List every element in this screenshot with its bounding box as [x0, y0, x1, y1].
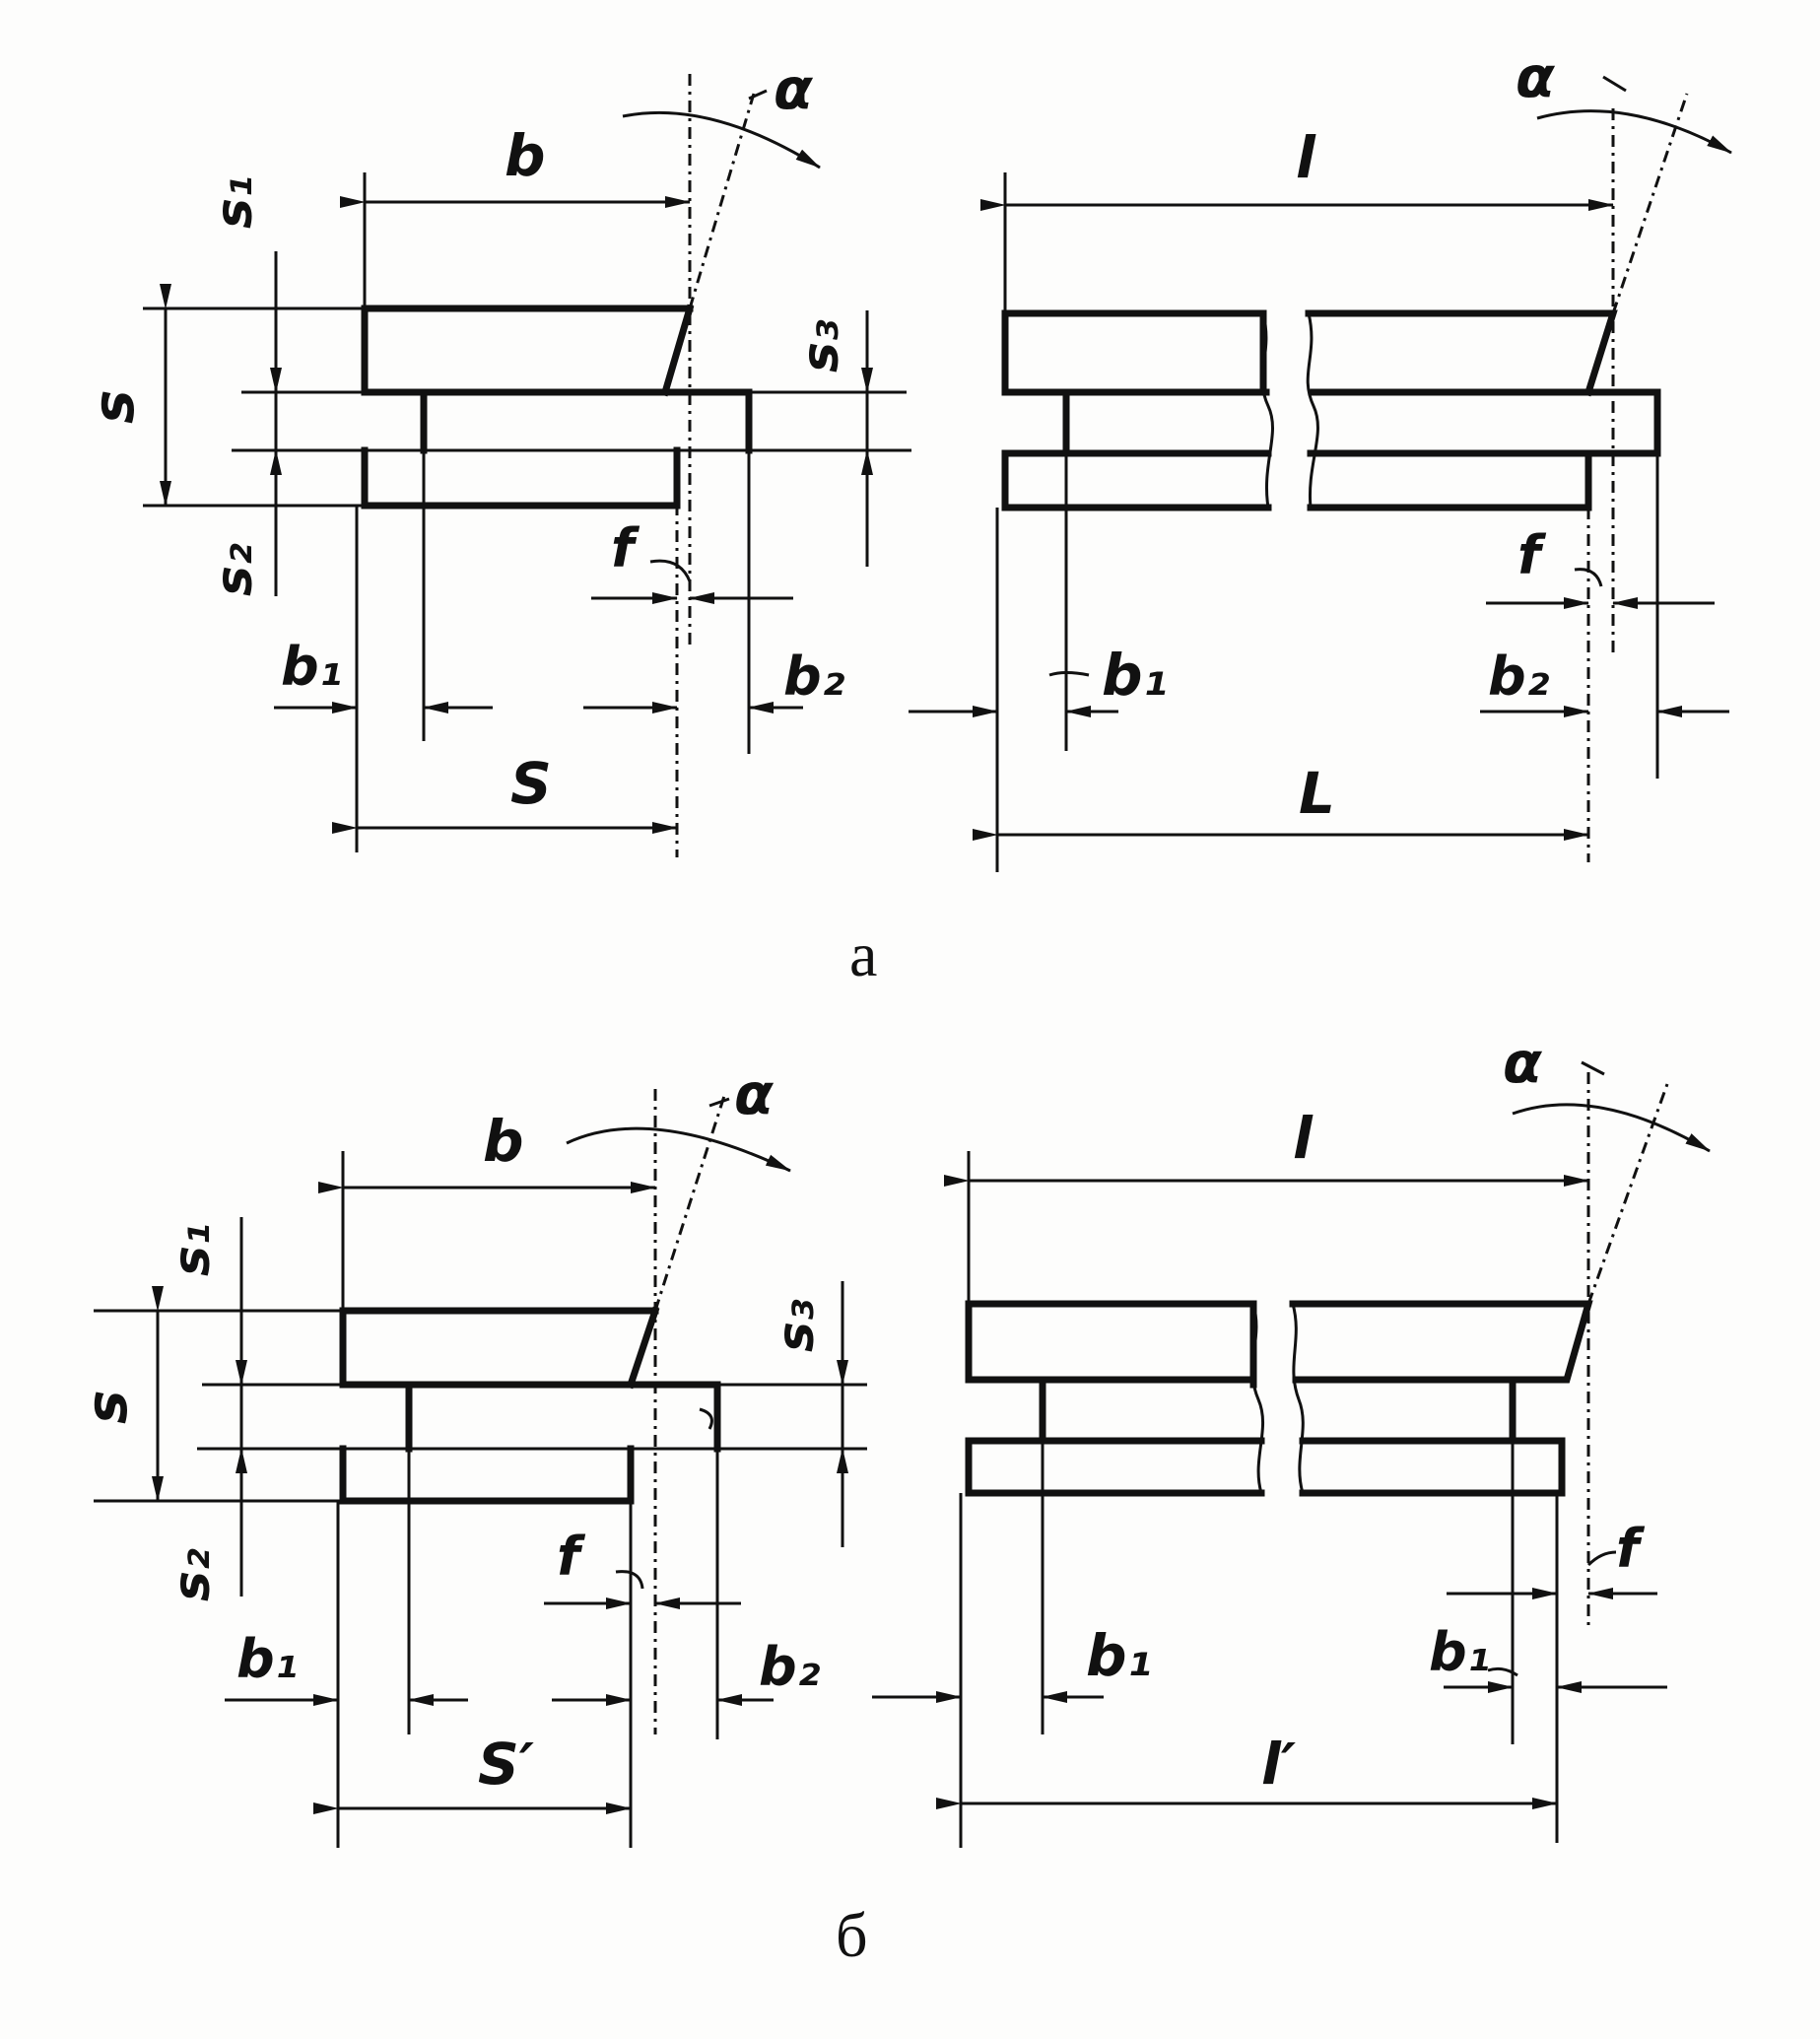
label-f: f — [611, 517, 640, 579]
label-s3: s₃ — [791, 319, 850, 373]
caption-b: б — [836, 1900, 868, 1970]
weld-mark — [699, 1407, 713, 1430]
break-line — [1291, 1303, 1305, 1494]
alpha-leader — [708, 1097, 730, 1108]
dim-alpha-arc — [566, 1126, 791, 1173]
top-plate-outline — [1001, 309, 1270, 396]
top-plate-outline — [965, 1300, 1257, 1389]
dim-alpha-arc — [1536, 109, 1732, 155]
label-s1: s₁ — [163, 1223, 222, 1276]
panel-b-left-view: b α s₁ s s₂ s₃ f b₁ b₂ S′ — [73, 1060, 867, 1848]
label-L: L — [1299, 760, 1335, 827]
dim-alpha-arc — [622, 110, 821, 170]
bevel-extension — [653, 1095, 726, 1312]
b1-leader — [1487, 1666, 1518, 1677]
f-leader — [1586, 1550, 1617, 1567]
label-b1: b₁ — [1102, 642, 1168, 709]
label-S: S — [510, 750, 552, 817]
label-S-prime: S′ — [478, 1731, 534, 1798]
label-b: b — [483, 1108, 524, 1175]
panel-a-right-view: l α f b₁ b₂ L — [909, 43, 1732, 872]
middle-plate-outline — [1584, 388, 1661, 457]
bottom-plate-outline — [339, 1445, 635, 1505]
middle-plate-outline — [627, 1381, 721, 1453]
panel-a: b α s₁ s s₂ s₃ f b₁ b₂ S — [80, 43, 1732, 989]
bottom-plate-outline — [1001, 449, 1272, 511]
bottom-plate-outline — [965, 1437, 1265, 1497]
alpha-leader — [748, 89, 768, 101]
label-s2: s₂ — [205, 543, 264, 596]
break-line — [1306, 312, 1319, 509]
label-s: s — [80, 389, 147, 424]
break-line — [1260, 312, 1274, 509]
label-s: s — [73, 1390, 140, 1424]
bevel-extension — [1611, 93, 1689, 314]
label-b1: b₁ — [1086, 1622, 1152, 1689]
panel-b: b α s₁ s s₂ s₃ f b₁ b₂ S′ — [73, 1029, 1711, 1970]
label-l-prime: l′ — [1261, 1731, 1296, 1798]
break-line — [1250, 1303, 1265, 1494]
alpha-leader — [1602, 75, 1627, 93]
label-f: f — [557, 1526, 586, 1588]
dim-alpha-arc — [1512, 1103, 1711, 1153]
bottom-plate-outline — [1307, 449, 1592, 511]
top-plate-outline — [361, 305, 694, 396]
label-b1: b₁ — [1429, 1621, 1490, 1683]
top-plate-bevel — [660, 304, 695, 397]
label-b2: b₂ — [759, 1636, 821, 1698]
label-l: l — [1293, 1105, 1314, 1172]
label-alpha: α — [1503, 1029, 1543, 1096]
top-plate-bevel — [626, 1306, 660, 1390]
label-f: f — [1616, 1518, 1646, 1580]
label-alpha: α — [774, 55, 814, 122]
bottom-plate-outline — [1299, 1437, 1566, 1497]
f-leader — [615, 1570, 644, 1590]
caption-a: а — [849, 919, 877, 989]
bottom-plate-outline — [361, 446, 681, 510]
top-plate-outline — [1289, 1300, 1593, 1384]
panel-b-right-view: l α f b₁ b₁ l′ — [872, 1029, 1711, 1848]
alpha-leader — [1581, 1060, 1605, 1076]
top-plate-outline — [1305, 309, 1618, 397]
label-b: b — [505, 122, 546, 189]
label-s2: s₂ — [163, 1548, 222, 1601]
label-l: l — [1296, 124, 1316, 191]
bevel-extension — [1586, 1083, 1669, 1305]
f-leader — [649, 559, 692, 582]
label-b2: b₂ — [783, 646, 845, 708]
label-s3: s₃ — [767, 1299, 826, 1352]
b1-leader — [1048, 671, 1090, 677]
label-b2: b₂ — [1488, 646, 1550, 708]
label-alpha: α — [734, 1060, 775, 1127]
label-alpha: α — [1516, 43, 1556, 110]
panel-a-left-view: b α s₁ s s₂ s₃ f b₁ b₂ S — [80, 55, 911, 857]
label-b1: b₁ — [236, 1628, 298, 1690]
f-leader — [1574, 568, 1603, 587]
label-b1: b₁ — [281, 636, 342, 698]
label-s1: s₁ — [205, 175, 264, 229]
bevel-extension — [688, 93, 756, 309]
middle-plate-outline — [661, 388, 753, 454]
top-plate-outline — [339, 1307, 659, 1389]
label-f: f — [1517, 524, 1547, 586]
